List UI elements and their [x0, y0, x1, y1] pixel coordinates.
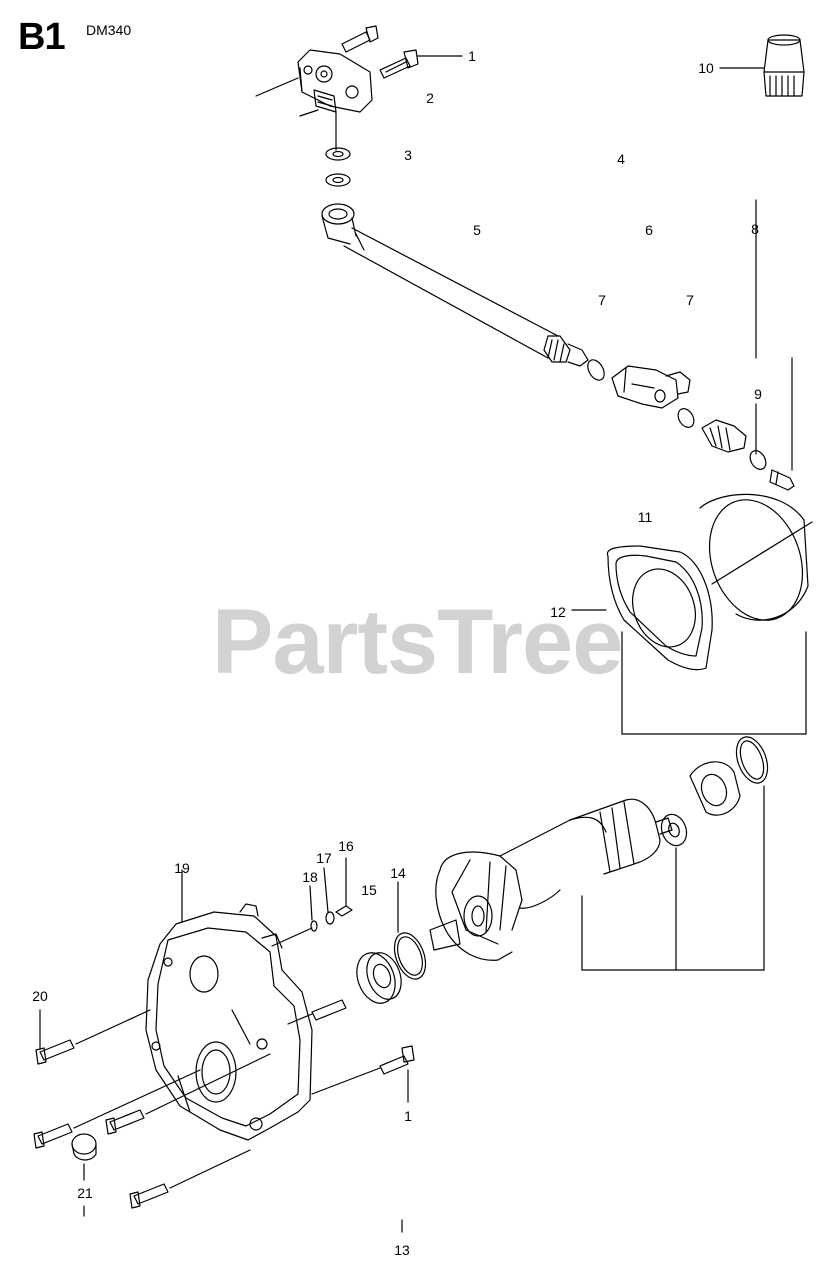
page-code: B1	[18, 16, 66, 58]
part-bearing-15	[356, 952, 402, 1004]
part-head-housing	[255, 49, 373, 151]
watermark: PartsTree	[212, 591, 623, 693]
bracket-assembly-top	[621, 631, 807, 735]
part-screw-back	[341, 25, 379, 53]
callout-16[interactable]: 16	[338, 838, 354, 854]
callout-2[interactable]: 2	[426, 90, 434, 106]
part-screw-top	[379, 49, 463, 79]
callout-7-b[interactable]: 7	[686, 292, 694, 308]
callout-19[interactable]: 19	[174, 860, 190, 876]
callout-3[interactable]: 3	[404, 147, 412, 163]
callout-15[interactable]: 15	[361, 882, 377, 898]
callout-4[interactable]: 4	[617, 151, 625, 167]
part-gearbox-housing	[145, 869, 313, 1141]
callout-7-a[interactable]: 7	[598, 292, 606, 308]
part-fittings	[677, 408, 795, 491]
callout-6[interactable]: 6	[645, 222, 653, 238]
part-small-fasteners	[271, 857, 353, 947]
part-cover-plate	[571, 545, 713, 671]
callout-14[interactable]: 14	[390, 865, 406, 881]
part-plug	[71, 1133, 97, 1217]
part-washers	[325, 147, 351, 187]
part-oring-14	[393, 881, 427, 980]
part-shaft-tube	[321, 203, 589, 367]
model-code: DM340	[86, 22, 132, 38]
part-nozzle	[719, 34, 805, 97]
callout-5[interactable]: 5	[473, 222, 481, 238]
callout-11[interactable]: 11	[637, 509, 653, 525]
callout-1-top[interactable]: 1	[468, 48, 476, 64]
callout-17[interactable]: 17	[316, 850, 332, 866]
callout-21[interactable]: 21	[77, 1185, 93, 1201]
leaders-right	[755, 199, 793, 471]
part-large-ring	[699, 493, 813, 621]
callout-1-bottom[interactable]: 1	[404, 1108, 412, 1124]
part-housing-screws	[33, 999, 415, 1209]
part-armature	[429, 736, 769, 961]
callout-9[interactable]: 9	[754, 386, 762, 402]
part-coupling	[587, 359, 691, 409]
bracket-assembly-bottom	[581, 785, 765, 971]
callout-20[interactable]: 20	[32, 988, 48, 1004]
callout-12[interactable]: 12	[550, 604, 566, 620]
callout-18[interactable]: 18	[302, 869, 318, 885]
callout-10[interactable]: 10	[698, 60, 714, 76]
callout-8[interactable]: 8	[751, 221, 759, 237]
callout-13[interactable]: 13	[394, 1242, 410, 1258]
